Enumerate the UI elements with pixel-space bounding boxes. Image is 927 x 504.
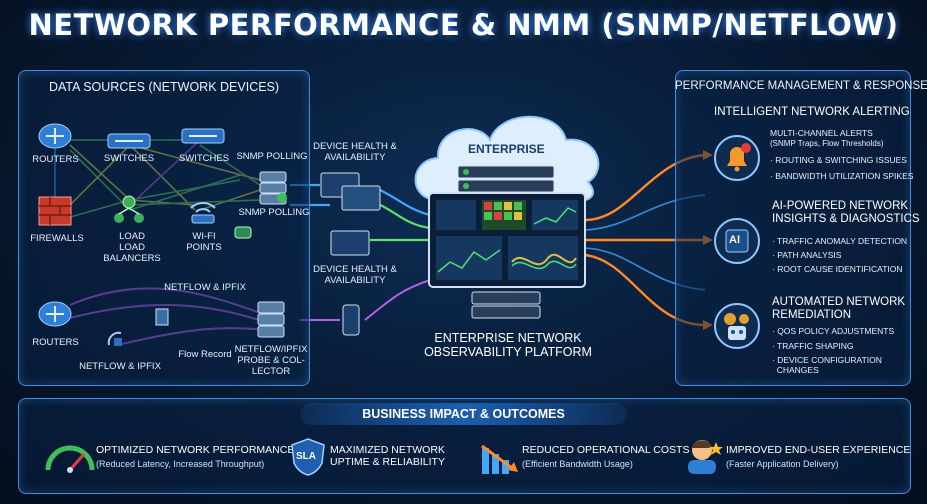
load-balancer-icon	[112, 194, 146, 229]
remediation-item-1: · QOS POLICY ADJUSTMENTS	[772, 326, 895, 336]
server-stack-icon	[470, 290, 542, 325]
alerting-multi-channel-sub: (SNMP Traps, Flow Thresholds)	[770, 139, 884, 148]
load-balancers-text: LOAD LOAD BALANCERS	[103, 231, 161, 264]
outcome-3-title: REDUCED OPERATIONAL COSTS	[522, 444, 690, 456]
ai-brain-icon	[713, 217, 761, 270]
wifi-points-label: WI-FI POINTS	[176, 231, 232, 254]
flow-record-label: Flow Record	[178, 349, 232, 360]
ai-item-2: · PATH ANALYSIS	[772, 250, 842, 260]
snmp-polling-label-1: SNMP POLLING	[236, 151, 308, 162]
outcome-2-title: MAXIMIZED NETWORK UPTIME & RELIABILITY	[330, 444, 445, 468]
platform-label-text: ENTERPRISE NETWORK OBSERVABILITY PLATFOR…	[424, 331, 592, 360]
remediation-title-text: AUTOMATED NETWORK REMEDIATION	[772, 296, 906, 322]
alerting-item-2: · BANDWIDTH UTILIZATION SPIKES	[770, 171, 914, 181]
remediation-item-3: · DEVICE CONFIGURATION CHANGES	[772, 355, 882, 375]
probe-collector-text: NETFLOW/IPFIX PROBE & COL- LECTOR	[234, 344, 308, 377]
dashboard-screen	[428, 192, 586, 293]
impact-title: BUSINESS IMPACT & OUTCOMES	[362, 407, 565, 421]
device-health-text-2: DEVICE HEALTH & AVAILABILITY	[313, 264, 397, 286]
sla-badge: SLA	[296, 451, 316, 462]
alerting-multi-channel: MULTI-CHANNEL ALERTS	[770, 128, 873, 138]
outcome-4-sub: (Faster Application Delivery)	[726, 459, 839, 469]
mobile-icon	[342, 304, 360, 341]
firewalls-label: FIREWALLS	[30, 233, 84, 244]
routers-label: ROUTERS	[32, 154, 79, 165]
monitor-icon	[330, 230, 370, 263]
ai-insights-title: AI-POWERED NETWORK INSIGHTS & DIAGNOSTIC…	[772, 200, 920, 226]
speedometer-icon	[44, 440, 96, 479]
response-panel	[675, 70, 911, 386]
load-balancers-label: LOAD LOAD BALANCERS	[92, 231, 172, 265]
device-health-label-1: DEVICE HEALTH & AVAILABILITY	[310, 141, 400, 164]
flow-record-icon	[106, 330, 124, 353]
snmp-server-icon	[258, 170, 288, 211]
ai-item-1: · TRAFFIC ANOMALY DETECTION	[772, 236, 908, 246]
routers-label-2: ROUTERS	[32, 337, 79, 348]
wifi-access-point-icon	[186, 198, 220, 229]
ai-insights-title-text: AI-POWERED NETWORK INSIGHTS & DIAGNOSTIC…	[772, 200, 920, 226]
monitor-icon	[320, 172, 382, 217]
switches-label-1: SWITCHES	[103, 153, 155, 164]
robot-gear-icon	[713, 302, 761, 355]
platform-label: ENTERPRISE NETWORK OBSERVABILITY PLATFOR…	[418, 331, 598, 360]
probe-collector-label: NETFLOW/IPFIX PROBE & COL- LECTOR	[226, 344, 316, 378]
device-health-label-2: DEVICE HEALTH & AVAILABILITY	[310, 264, 400, 287]
cloud-label: ENTERPRISE	[468, 142, 545, 156]
remediation-item-2: · TRAFFIC SHAPING	[772, 341, 854, 351]
sla-shield-icon	[290, 437, 326, 482]
outcome-4-title: IMPROVED END-USER EXPERIENCE	[726, 444, 911, 456]
netflow-ipfix-top-label: NETFLOW & IPFIX	[164, 282, 246, 293]
page-title: NETWORK PERFORMANCE & NMM (SNMP/NETFLOW)	[28, 8, 899, 42]
switch-icon	[107, 132, 151, 155]
alerting-title: INTELLIGENT NETWORK ALERTING	[714, 106, 910, 118]
remediation-item-3-text: · DEVICE CONFIGURATION CHANGES	[772, 355, 882, 376]
ai-badge: AI	[729, 234, 740, 246]
chat-icon	[234, 226, 252, 247]
router-icon	[38, 122, 72, 155]
outcome-1-sub: (Reduced Latency, Increased Throughput)	[96, 459, 265, 469]
data-sources-title: DATA SOURCES (NETWORK DEVICES)	[48, 80, 280, 94]
remediation-title: AUTOMATED NETWORK REMEDIATION	[772, 296, 905, 322]
bell-alert-icon	[713, 134, 761, 187]
switch-icon	[181, 126, 225, 151]
firewall-icon	[38, 196, 72, 231]
outcome-1-title: OPTIMIZED NETWORK PERFORMANCE	[96, 444, 295, 456]
router-icon	[38, 300, 72, 333]
impact-title-bar	[300, 403, 627, 425]
wifi-points-text: WI-FI POINTS	[186, 231, 222, 253]
probe-collector-icon	[256, 300, 286, 345]
netflow-ipfix-bottom-label: NETFLOW & IPFIX	[79, 361, 161, 372]
outcome-2-title-text: MAXIMIZED NETWORK UPTIME & RELIABILITY	[330, 444, 445, 469]
response-title: PERFORMANCE MANAGEMENT & RESPONSE	[675, 80, 927, 92]
ai-item-3: · ROOT CAUSE IDENTIFICATION	[772, 264, 903, 274]
document-icon	[155, 308, 169, 331]
device-health-text-1: DEVICE HEALTH & AVAILABILITY	[313, 141, 397, 163]
alerting-item-1: · ROUTING & SWITCHING ISSUES	[770, 155, 907, 165]
happy-user-icon	[682, 436, 724, 481]
server-stack-icon	[456, 164, 556, 199]
switches-label-2: SWITCHES	[178, 153, 230, 164]
outcome-3-sub: (Efficient Bandwidth Usage)	[522, 459, 633, 469]
snmp-polling-label-2: SNMP POLLING	[238, 207, 310, 218]
cost-chart-icon	[478, 440, 522, 481]
